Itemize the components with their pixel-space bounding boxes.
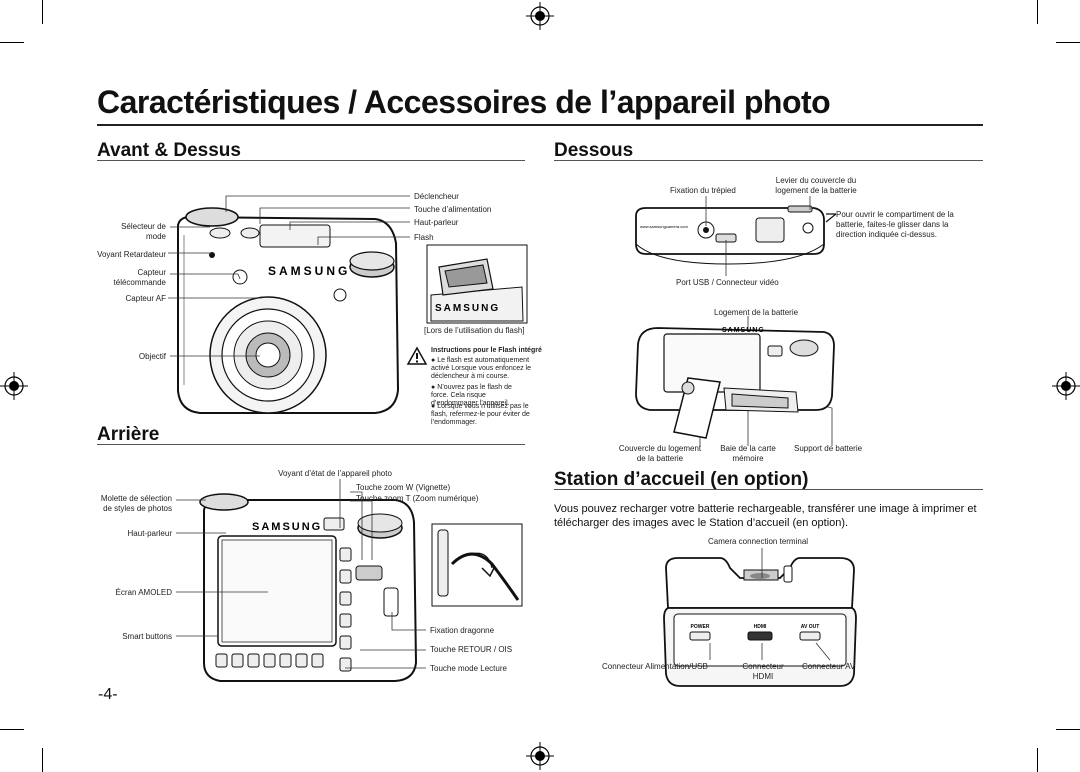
port-label-power: POWER [691,624,710,630]
port-label-av: AV OUT [801,624,820,630]
crop-mark [42,748,43,772]
registration-mark-icon [526,742,554,770]
flash-note-item: ● Le flash est automatiquement activé Lo… [431,357,532,380]
registration-mark-icon [526,2,554,30]
label-smart-buttons: Smart buttons [122,632,172,641]
brand-logo: SAMSUNG [435,303,500,314]
label-af-sensor: Capteur AF [125,294,166,303]
page-title: Caractéristiques / Accessoires de l’appa… [97,84,831,120]
label-return-ois: Touche RETOUR / OIS [430,645,513,654]
label-battery-holder: Support de batterie [794,444,863,453]
label-speaker: Haut-parleur [414,218,459,227]
flash-inset-illustration: SAMSUNG [426,244,528,324]
crop-mark [1037,748,1038,772]
flash-notes-heading: Instructions pour le Flash intégré [431,347,542,354]
label-card-slot: Baie de la carte mémoire [720,444,776,463]
label-battery-cover: Couvercle du logement de la batterie [618,444,702,463]
cradle-illustration: POWER HDMI AV OUT [663,557,857,687]
label-zoom-t: Touche zoom T (Zoom numérique) [356,494,479,503]
label-hdmi: Connecteur HDMI [742,662,784,681]
section-heading-back: Arrière [97,424,160,445]
label-speaker: Haut-parleur [127,529,172,538]
usb-port-icon [689,631,711,641]
strap-inset-illustration [431,523,523,607]
section-divider [554,489,983,490]
label-open-instructions: Pour ouvrir le compartiment de la batter… [836,210,954,239]
page-number: -4- [98,686,118,703]
flash-note-item: ● N’ouvrez pas le flash de force. Cela r… [431,384,512,407]
section-heading-cradle: Station d’accueil (en option) [554,469,809,490]
label-timer-lamp: Voyant Retardateur [97,250,166,259]
label-av: Connecteur AV [802,662,856,671]
cradle-description: Vous pouvez recharger votre batterie rec… [554,503,977,529]
crop-mark [1037,0,1038,24]
crop-mark [0,729,24,730]
section-heading-bottom: Dessous [554,140,634,161]
label-flash-in-use: [Lors de l’utilisation du flash] [424,326,525,335]
label-flash: Flash [414,233,434,242]
site-url: www.samsungcamera.com [640,224,688,229]
label-strap: Fixation dragonne [430,626,495,635]
camera-front-illustration: SAMSUNG [177,207,400,414]
crop-mark [0,42,24,43]
label-photo-style-dial: Molette de sélection de styles de photos [100,494,172,513]
brand-logo: SAMSUNG [252,521,322,533]
camera-battery-open-illustration: SAMSUNG [635,327,835,439]
brand-logo: SAMSUNG [268,264,350,278]
hdmi-port-icon [747,631,773,641]
registration-mark-icon [0,372,28,400]
label-mode-selector: Sélecteur de mode [121,222,166,241]
label-power-usb: Connecteur Alimentation/USB [602,662,708,671]
label-screen: Écran AMOLED [115,588,172,597]
flash-note-item: ● Lorsque vous n’utilisez pas le flash, … [431,403,530,426]
label-lens: Objectif [138,352,166,361]
crop-mark [42,0,43,24]
port-label-hdmi: HDMI [754,624,767,630]
section-divider [97,160,525,161]
label-remote-sensor: Capteur télécommande [113,268,166,287]
label-tripod: Fixation du trépied [670,186,736,195]
camera-bottom-illustration: www.samsungcamera.com [635,205,825,265]
section-divider [97,444,525,445]
brand-logo: SAMSUNG [722,327,765,334]
title-divider [97,124,983,126]
label-cover-lever: Levier du couvercle du logement de la ba… [775,176,857,195]
crop-mark [1056,729,1080,730]
registration-mark-icon [1052,372,1080,400]
section-divider [554,160,983,161]
label-usb-port: Port USB / Connecteur vidéo [676,278,779,287]
label-status-lamp: Voyant d’état de l’appareil photo [278,469,392,478]
section-heading-front-top: Avant & Dessus [97,140,241,161]
label-camera-terminal: Camera connection terminal [708,537,809,546]
label-play-mode: Touche mode Lecture [430,664,507,673]
crop-mark [1056,42,1080,43]
label-zoom-w: Touche zoom W (Vignette) [356,483,451,492]
label-battery-slot: Logement de la batterie [714,308,799,317]
av-port-icon [799,631,821,641]
camera-back-illustration: SAMSUNG [199,493,418,682]
label-power: Touche d’alimentation [414,205,492,214]
label-shutter: Déclencheur [414,192,459,201]
warning-icon [406,346,428,365]
